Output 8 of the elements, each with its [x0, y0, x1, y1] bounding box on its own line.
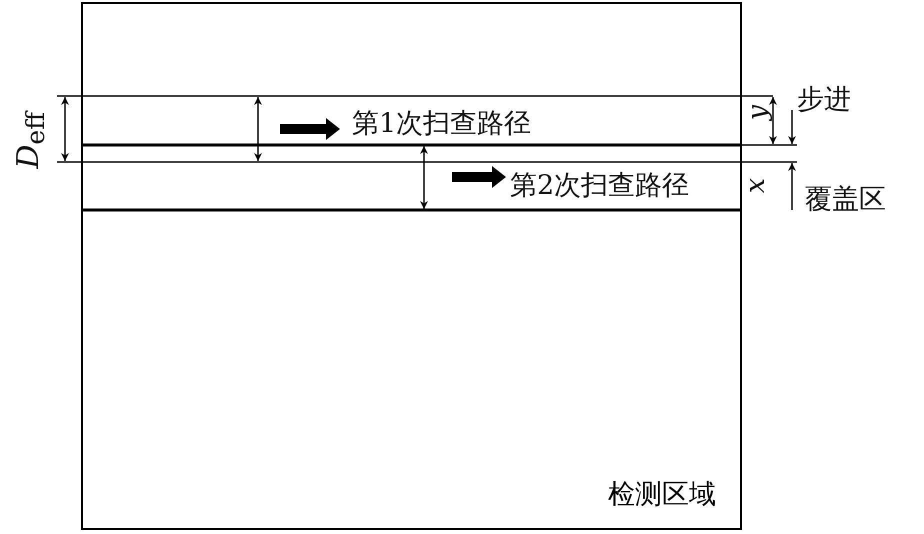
- overlap-label: 覆盖区: [805, 186, 886, 213]
- step-label: 步进: [797, 86, 851, 113]
- dimension-symbol: x: [742, 178, 769, 194]
- scan-path-label: 第1次扫查路径: [352, 110, 532, 137]
- detection-area-box: [81, 2, 742, 530]
- area-label: 检测区域: [608, 481, 716, 508]
- dimension-symbol: y: [744, 105, 771, 120]
- scan-path-label: 第2次扫查路径: [510, 172, 690, 199]
